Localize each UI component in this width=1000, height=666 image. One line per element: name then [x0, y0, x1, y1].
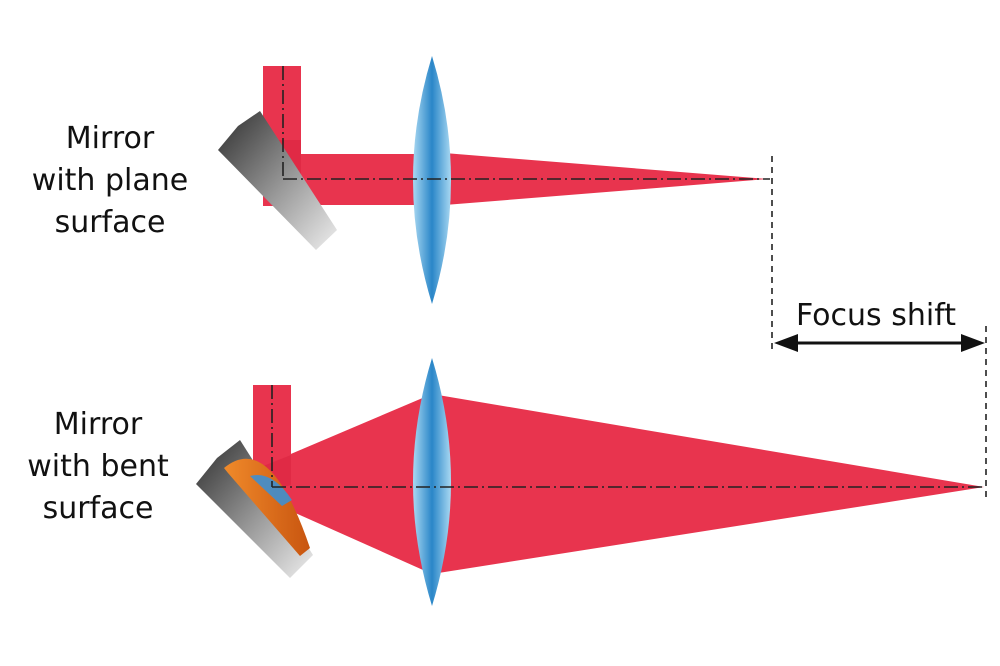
top-mirror-label-line-3: surface [54, 205, 166, 240]
top-system [218, 56, 770, 304]
bottom-mirror-label-line-1: Mirror [53, 407, 143, 442]
bottom-mirror [196, 440, 313, 578]
bottom-mirror-coating [224, 458, 310, 556]
bottom-mirror-label: Mirror with bent surface [8, 404, 188, 530]
top-mirror [218, 111, 337, 250]
bottom-lens [413, 358, 451, 606]
focus-shift-label: Focus shift [796, 298, 956, 333]
bottom-focus-cone [432, 394, 984, 574]
bottom-system [196, 358, 986, 606]
top-lens [413, 56, 451, 304]
top-mirror-label: Mirror with plane surface [20, 118, 200, 244]
bottom-diverging-beam [253, 394, 432, 574]
focus-shift-indicator [771, 156, 987, 500]
top-mirror-label-line-2: with plane [31, 163, 189, 198]
bottom-mirror-label-line-3: surface [42, 491, 154, 526]
double-headed-arrow-icon [774, 334, 985, 352]
top-mirror-label-line-1: Mirror [65, 121, 155, 156]
bottom-mirror-label-line-2: with bent [27, 449, 169, 484]
bottom-mirror-blue-layer [250, 475, 292, 506]
